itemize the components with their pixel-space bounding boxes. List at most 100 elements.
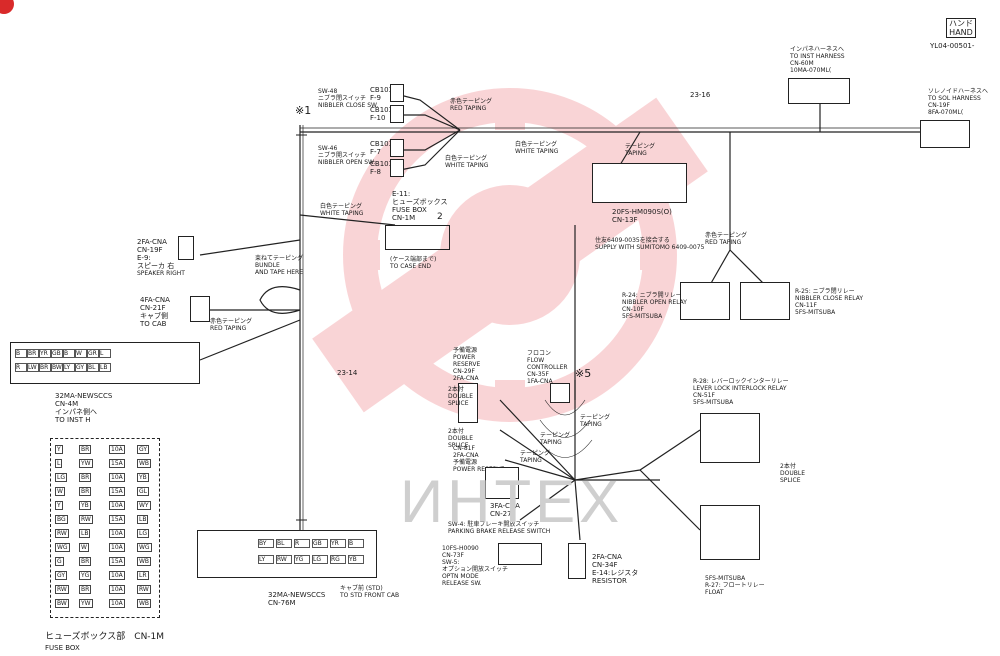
cn4m-cell: W: [75, 349, 87, 358]
fuse-cell: YG: [79, 571, 92, 580]
fuse-cell: GY: [137, 445, 150, 454]
fuse-cell: 10A: [109, 571, 125, 580]
fuse-cell: 15A: [109, 459, 125, 468]
fuse-cell: BR: [79, 445, 92, 454]
cn76m-cell: LY: [258, 555, 274, 564]
cn4m-cell: YR: [39, 349, 51, 358]
connector-f7: [390, 139, 404, 157]
fuse-cell: GL: [137, 487, 149, 496]
connector-f9: [390, 84, 404, 102]
fuse-cell: W: [79, 543, 89, 552]
fuse-cell: BR: [79, 473, 92, 482]
corner-badge: [0, 0, 14, 14]
fuse-cell: RW: [55, 585, 69, 594]
cn4m-cell: GR: [87, 349, 99, 358]
cn76m-cell: B: [348, 539, 364, 548]
fuse-cell: G: [55, 557, 64, 566]
cn4m-cell: BR: [27, 349, 39, 358]
fuse-cell: RW: [55, 529, 69, 538]
fuse-cell: WG: [55, 543, 70, 552]
fuse-cell: WB: [137, 459, 152, 468]
fuse-cell: Y: [55, 501, 63, 510]
connector-cn35f: [550, 383, 570, 403]
fuse-cell: 15A: [109, 487, 125, 496]
cn4m-cell: BW: [51, 363, 63, 372]
connector-cn60m: [788, 78, 850, 104]
cn4m-cell: GY: [75, 363, 87, 372]
relay-r28: [700, 413, 760, 463]
cn76m-cell: BL: [276, 539, 292, 548]
fuse-cell: YW: [79, 459, 93, 468]
connector-cn13f: [592, 163, 687, 203]
cn76m-cell: YB: [348, 555, 364, 564]
fuse-cell: LB: [79, 529, 91, 538]
cn4m-cell: B: [15, 349, 27, 358]
fuse-cell: WY: [137, 501, 151, 510]
connector-cn29f: [458, 383, 478, 423]
cn76m-cell: GB: [312, 539, 328, 548]
cn4m-cell: GB: [51, 349, 63, 358]
marker-5: ※5: [575, 367, 592, 380]
cn4m-cell: B: [63, 349, 75, 358]
fuse-cell: 10A: [109, 473, 125, 482]
fuse-box-connector: [385, 225, 450, 250]
connector-cn19f-right: [920, 120, 970, 148]
fuse-cell: W: [55, 487, 65, 496]
cn13f-label: 20FS-HM090S(O)CN-13F: [612, 208, 672, 224]
fuse-cell: 10A: [109, 599, 125, 608]
fuse-section-title: ヒューズボックス部 CN-1M: [45, 632, 165, 642]
fuse-cell: RW: [79, 515, 93, 524]
fuse-cell: BR: [79, 585, 92, 594]
cn76m-cell: BY: [258, 539, 274, 548]
fuse-cell: 15A: [109, 557, 125, 566]
cn76m-cell: RG: [330, 555, 346, 564]
fuse-cell: 10A: [109, 585, 125, 594]
cn4m-cell: BL: [87, 363, 99, 372]
cn4m-cell: LW: [27, 363, 39, 372]
fuse-section-en: FUSE BOX: [45, 644, 80, 652]
fuse-cell: BG: [55, 515, 68, 524]
hand-label-box: ハンド HAND: [946, 18, 976, 38]
fuse-cell: LG: [55, 473, 67, 482]
fuse-box-num: 2: [437, 212, 443, 222]
fuse-cell: WB: [137, 599, 152, 608]
cn76m-cell: R: [294, 539, 310, 548]
fuse-cell: 10A: [109, 543, 125, 552]
hand-jp: ハンド: [949, 19, 973, 28]
to-case-end: (ケース端部まで)TO CASE END: [390, 256, 437, 270]
cn4m-cell: LY: [63, 363, 75, 372]
connector-cn34f: [568, 543, 586, 579]
connector-f10: [390, 105, 404, 123]
cn4m-cell: LB: [99, 363, 111, 372]
fuse-cell: LB: [137, 515, 149, 524]
